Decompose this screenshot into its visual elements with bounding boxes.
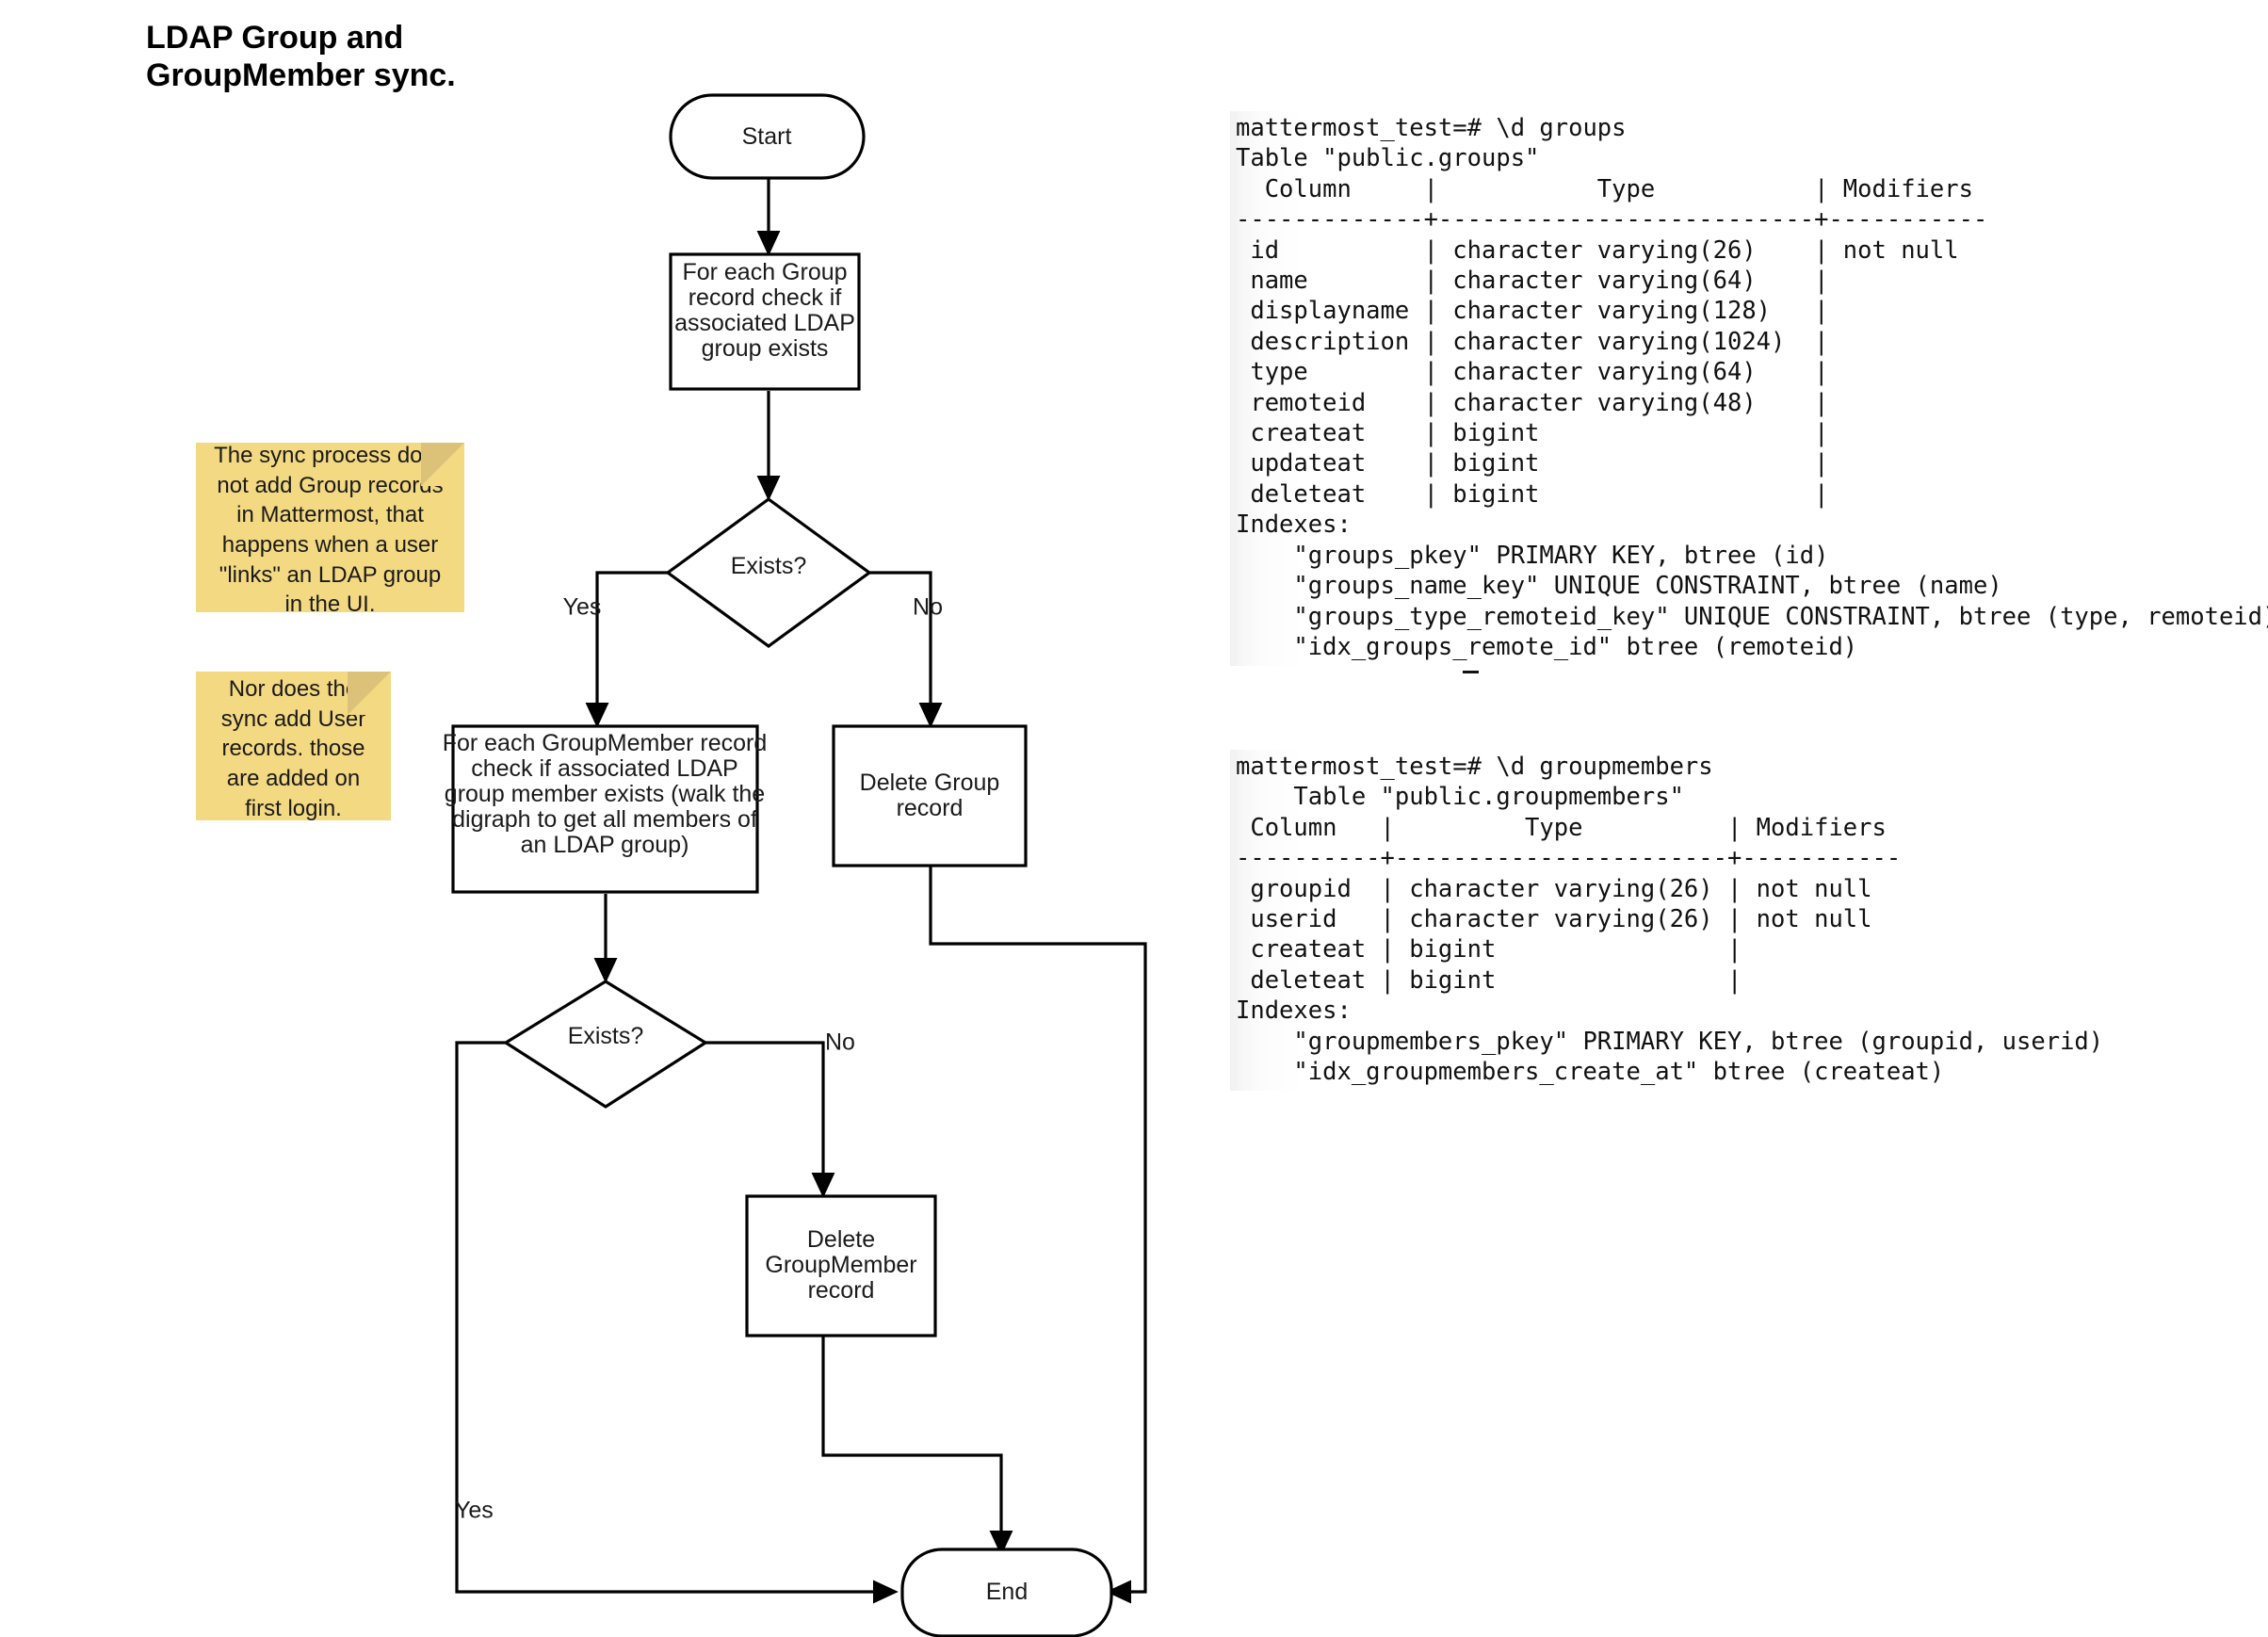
node-start	[669, 93, 866, 180]
edge-label-decision1-no: No	[913, 594, 943, 621]
node-decision-member-exists	[502, 980, 709, 1109]
node-end	[900, 1548, 1113, 1637]
edge-label-decision2-yes: Yes	[455, 1498, 494, 1524]
edge-delete-groupmember-to-end	[821, 1335, 1013, 1556]
edge-decision1-no	[869, 571, 943, 728]
terminal-output-groupmembers: mattermost_test=# \d groupmembers Table …	[1230, 750, 2140, 1092]
node-delete-group	[832, 724, 1028, 867]
node-delete-groupmember	[745, 1194, 937, 1337]
node-decision-member-exists-label: Exists?	[568, 1023, 644, 1049]
sticky-note-2-text: Nor does the sync add User records. thos…	[220, 675, 366, 821]
edge-label-decision2-no: No	[825, 1029, 855, 1056]
node-check-group	[669, 252, 861, 391]
edge-decision2-yes	[455, 1041, 899, 1604]
node-start-label: Start	[742, 123, 792, 150]
node-decision-group-exists	[665, 497, 872, 648]
terminal-output-groups: mattermost_test=# \d groups Table "publi…	[1230, 111, 2268, 667]
sticky-fold-icon	[348, 672, 391, 715]
page-title: LDAP Group and GroupMember sync.	[146, 20, 456, 94]
sticky-note-1-text: The sync process does not add Group reco…	[214, 442, 446, 618]
node-end-label: End	[986, 1579, 1028, 1605]
node-check-groupmember	[451, 724, 759, 894]
node-decision-group-exists-label: Exists?	[731, 553, 807, 579]
sticky-note-user-records: Nor does the sync add User records. thos…	[196, 672, 391, 821]
edge-decision1-yes	[585, 571, 668, 728]
terminal-cursor	[1463, 671, 1479, 673]
edge-decision2-no	[705, 1041, 835, 1198]
edge-delete-group-to-end	[929, 866, 1147, 1604]
sticky-note-group-records: The sync process does not add Group reco…	[196, 443, 464, 617]
edge-label-decision1-yes: Yes	[563, 594, 602, 621]
sticky-fold-icon	[421, 443, 464, 486]
